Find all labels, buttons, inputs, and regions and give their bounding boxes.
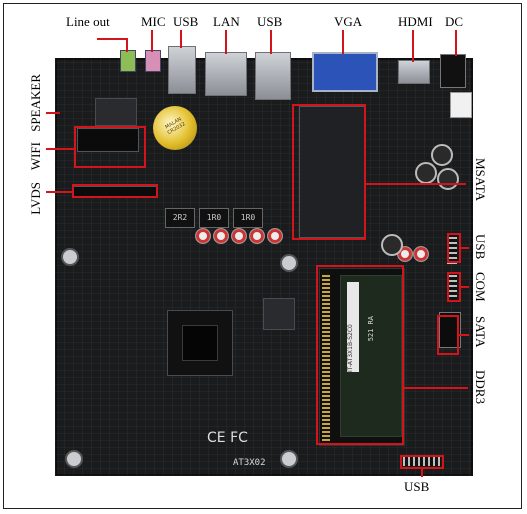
wifi-annotation-box xyxy=(74,126,146,168)
electrolytic-capacitor xyxy=(415,162,437,184)
label-sata: SATA xyxy=(473,316,488,348)
ddr3-sodimm-slot: IT-AT3X1B-S2C0 521 RA xyxy=(319,268,405,446)
line-out-leader xyxy=(126,38,128,52)
label-hdmi: HDMI xyxy=(398,14,433,29)
hdmi-leader xyxy=(412,30,414,62)
choke-label: 2R2 xyxy=(172,213,188,222)
capacitor xyxy=(195,228,211,244)
label-usb-right-header: USB xyxy=(473,234,488,260)
label-line-out: Line out xyxy=(66,14,110,29)
sata-leader xyxy=(459,334,469,336)
usb-right-leader-line xyxy=(461,247,469,249)
label-mic: MIC xyxy=(141,14,166,29)
usb-right-annotation-box xyxy=(447,233,461,263)
dc-jack xyxy=(440,54,466,88)
motherboard: MALAN CR2032 2R2 1R0 1R0 IT-AT3X1B-S2C0 … xyxy=(55,58,473,476)
vga-port xyxy=(312,52,378,92)
label-lan: LAN xyxy=(213,14,240,29)
label-msata: MSATA xyxy=(473,158,488,202)
choke-label: 1R0 xyxy=(206,213,222,222)
label-lvds: LVDS xyxy=(28,182,43,215)
mic-jack xyxy=(145,50,161,72)
power-choke: 1R0 xyxy=(233,208,263,228)
com-leader xyxy=(461,286,469,288)
dc-leader xyxy=(455,30,457,56)
board-model: AT3X02 xyxy=(233,458,266,468)
label-usb-left: USB xyxy=(173,14,199,29)
battery-label: MALAN CR2032 xyxy=(164,116,187,137)
dimm-module: IT-AT3X1B-S2C0 521 RA xyxy=(340,275,402,437)
label-usb-bottom: USB xyxy=(404,479,430,494)
usb-left-leader xyxy=(180,30,182,48)
com-annotation-box xyxy=(447,272,461,302)
label-com: COM xyxy=(473,272,488,302)
lvds-leader xyxy=(46,191,72,193)
io-chip xyxy=(263,298,295,330)
choke-label: 1R0 xyxy=(240,213,256,222)
usb-right-leader xyxy=(270,30,272,54)
label-speaker: SPEAKER xyxy=(28,74,43,132)
chipset xyxy=(95,98,137,126)
sata-annotation-box xyxy=(437,315,459,355)
mounting-hole xyxy=(61,248,79,266)
label-dc: DC xyxy=(445,14,464,29)
cpu-die xyxy=(182,325,218,361)
cmos-battery: MALAN CR2032 xyxy=(153,106,197,150)
usb-bottom-annotation-box xyxy=(400,455,444,469)
wifi-leader xyxy=(46,148,74,150)
usb-port-right xyxy=(255,52,291,100)
usb-header xyxy=(447,234,457,264)
power-choke: 1R0 xyxy=(199,208,229,228)
dimm-connector xyxy=(322,273,330,441)
com-header xyxy=(447,272,457,302)
mic-leader xyxy=(151,30,153,52)
msata-annotation-box xyxy=(292,104,366,240)
vga-leader xyxy=(342,30,344,54)
sata-connector xyxy=(439,312,461,348)
cpu-soc xyxy=(167,310,233,376)
capacitor xyxy=(267,228,283,244)
electrolytic-capacitor xyxy=(437,168,459,190)
electrolytic-capacitor xyxy=(431,144,453,166)
capacitor xyxy=(213,228,229,244)
cert-marks: CE FC xyxy=(207,430,248,446)
usb-header-bottom xyxy=(403,456,441,466)
capacitor xyxy=(249,228,265,244)
wifi-mpcie-slot xyxy=(77,128,139,152)
label-ddr3: DDR3 xyxy=(473,370,488,404)
mounting-hole xyxy=(65,450,83,468)
electrolytic-capacitor xyxy=(381,234,403,256)
ddr3-leader xyxy=(404,387,468,389)
ddr3-annotation-box xyxy=(316,265,404,445)
lvds-annotation-box xyxy=(72,184,158,198)
msata-leader xyxy=(366,183,466,185)
label-vga: VGA xyxy=(334,14,363,29)
capacitor xyxy=(413,246,429,262)
power-connector xyxy=(450,92,472,118)
label-usb-right: USB xyxy=(257,14,283,29)
lan-port xyxy=(205,52,247,96)
line-out-jack xyxy=(120,50,136,72)
usb-port-left xyxy=(168,46,196,94)
power-choke: 2R2 xyxy=(165,208,195,228)
lan-leader xyxy=(225,30,227,54)
speaker-leader xyxy=(46,112,60,114)
mounting-hole xyxy=(280,254,298,272)
usb-bottom-leader xyxy=(421,469,423,477)
hdmi-port xyxy=(398,60,430,84)
line-out-leader xyxy=(97,38,127,40)
image-frame xyxy=(3,3,522,509)
mounting-hole xyxy=(280,450,298,468)
label-wifi: WIFI xyxy=(28,142,43,171)
capacitor xyxy=(231,228,247,244)
